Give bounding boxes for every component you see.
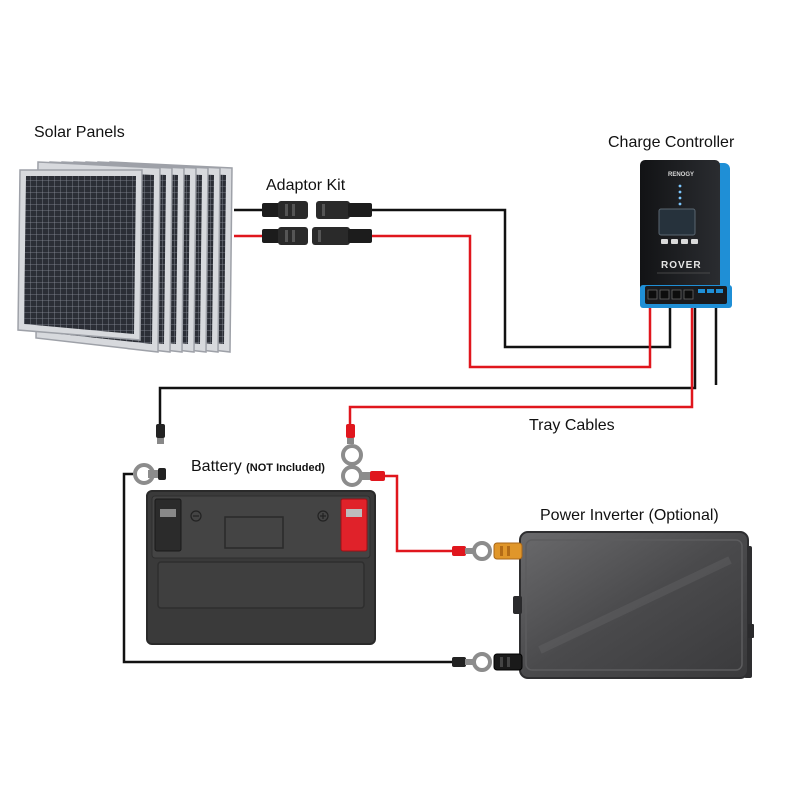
mc4-connector-black-male [262, 201, 308, 219]
battery-vent-cap-icon [317, 510, 329, 522]
ring-terminal-red-top [346, 424, 355, 444]
adaptor-kit-label: Adaptor Kit [266, 177, 346, 194]
solar-panel [17, 169, 143, 341]
power-inverter-label: Power Inverter (Optional) [540, 507, 719, 524]
inverter-negative-terminal [493, 653, 523, 671]
adaptor-kit [262, 201, 372, 245]
negative-wires [122, 208, 718, 664]
inverter-positive-ring-terminal [452, 541, 492, 561]
solar-panel-stack [17, 161, 233, 353]
lcd-display [658, 208, 696, 236]
battery-label: Battery (NOT Included) [191, 458, 325, 476]
battery-positive-terminal [340, 498, 368, 552]
controller-brand-logo: RENOGY [668, 172, 694, 178]
solar-panels-label: Solar Panels [34, 124, 125, 141]
battery [146, 490, 376, 645]
battery-negative-terminal [154, 498, 182, 552]
power-inverter [493, 531, 754, 679]
tray-cables-label: Tray Cables [529, 417, 615, 434]
pv-negative-wire [372, 208, 672, 349]
battery-positive-ring-terminal [341, 444, 385, 487]
mc4-connector-red-male [262, 227, 308, 245]
battery-not-included-note: (NOT Included) [246, 462, 325, 474]
status-led-icons [678, 184, 682, 206]
battery-vent-cap-icon [190, 510, 202, 522]
battery-to-inverter-positive-wire [385, 474, 452, 553]
battery-negative-tray-cable [158, 308, 697, 424]
inverter-positive-terminal [493, 542, 523, 560]
battery-negative-ring-terminal [133, 463, 166, 485]
battery-to-inverter-negative-wire [122, 472, 455, 664]
positive-wires [234, 234, 694, 553]
ring-terminal-black-top [156, 424, 165, 444]
controller-buttons [661, 239, 698, 244]
mc4-connector-black-female [316, 201, 372, 219]
pv-positive-wire [372, 234, 652, 369]
inverter-negative-ring-terminal [452, 652, 492, 672]
battery-positive-tray-cable [348, 308, 694, 424]
charge-controller: RENOGY ROVER [640, 160, 732, 308]
charge-controller-label: Charge Controller [608, 134, 735, 151]
mc4-connector-red-female [312, 227, 372, 245]
battery-title: Battery [191, 458, 242, 475]
controller-terminals [647, 289, 723, 300]
controller-model-logo: ROVER [661, 260, 702, 271]
